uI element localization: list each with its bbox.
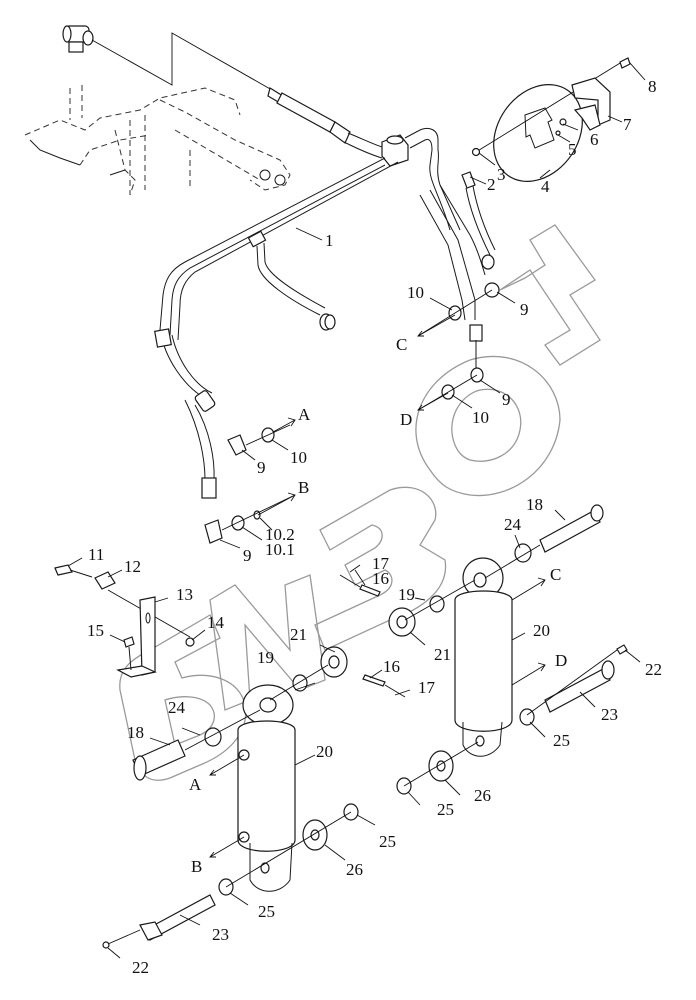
callout-5: 5 [568,140,577,159]
callout-19-right: 19 [398,585,415,604]
callout-16-lower: 16 [383,657,400,676]
callout-17-upper: 17 [372,554,390,573]
callout-18-left: 18 [127,723,144,742]
callout-4: 4 [541,177,550,196]
callout-22-right: 22 [645,660,662,679]
callout-22-left: 22 [132,958,149,977]
callout-9-upper-right: 9 [520,300,529,319]
callout-10-1: 10.1 [265,540,295,559]
callout-6: 6 [590,130,599,149]
watermark [119,224,601,781]
hydraulic-cylinder-left [102,646,406,949]
tee-fitting [62,25,94,53]
callout-10-upper: 10 [407,283,424,302]
callout-25-right-lower: 25 [437,800,454,819]
connection-a-cylinder: A [189,775,202,794]
callout-19-left: 19 [257,648,274,667]
connection-arrows [209,314,546,858]
callout-20-left: 20 [316,742,333,761]
tractor-hitch-housing [24,85,291,196]
callout-23-right: 23 [601,705,618,724]
callout-9-left-b: 9 [243,546,252,565]
connection-b-cylinder: B [191,857,202,876]
mounting-plate-assembly [471,57,631,182]
callout-21-left: 21 [290,625,307,644]
connection-a-upper: A [298,405,311,424]
callout-16-upper: 16 [372,569,389,588]
callout-26-left: 26 [346,860,363,879]
callout-11: 11 [88,545,104,564]
connection-b-upper: B [298,478,309,497]
callout-25-right-upper: 25 [553,731,570,750]
callout-23-left: 23 [212,925,229,944]
connection-c-upper: C [396,335,407,354]
callout-21-right: 21 [434,645,451,664]
callout-7: 7 [623,115,632,134]
callout-9-left-a: 9 [257,458,266,477]
callout-12: 12 [124,557,141,576]
pipe-assembly-1 [154,127,496,499]
connection-letters: A A B B C C D D [189,335,567,876]
callout-9-lower-right: 9 [502,390,511,409]
callout-labels: 1 2 3 4 5 6 7 8 9 9 9 9 10 10 10 10.1 10… [87,77,662,977]
callout-26-right: 26 [474,786,491,805]
hydraulic-cylinder-right [339,504,628,795]
callout-18-right: 18 [526,495,543,514]
callout-25-left-lower: 25 [258,902,275,921]
fittings [204,282,500,544]
callout-24-left: 24 [168,698,186,717]
callout-2: 2 [487,175,496,194]
callout-25-left-upper: 25 [379,832,396,851]
connection-c-cylinder: C [550,565,561,584]
connection-d-upper: D [400,410,412,429]
hose-2 [267,87,386,159]
callout-3: 3 [497,165,506,184]
callout-10-lower: 10 [472,408,489,427]
callout-17-lower: 17 [418,678,436,697]
callout-8: 8 [648,77,657,96]
callout-leaders [67,62,646,959]
callout-20-right: 20 [533,621,550,640]
callout-1: 1 [325,231,334,250]
callout-15: 15 [87,621,104,640]
support-bracket-assembly [54,564,195,678]
callout-14: 14 [207,613,225,632]
callout-10-2: 10.2 [265,525,295,544]
callout-10-left: 10 [290,448,307,467]
callout-13: 13 [176,585,193,604]
callout-24-right: 24 [504,515,522,534]
connection-d-cylinder: D [555,651,567,670]
